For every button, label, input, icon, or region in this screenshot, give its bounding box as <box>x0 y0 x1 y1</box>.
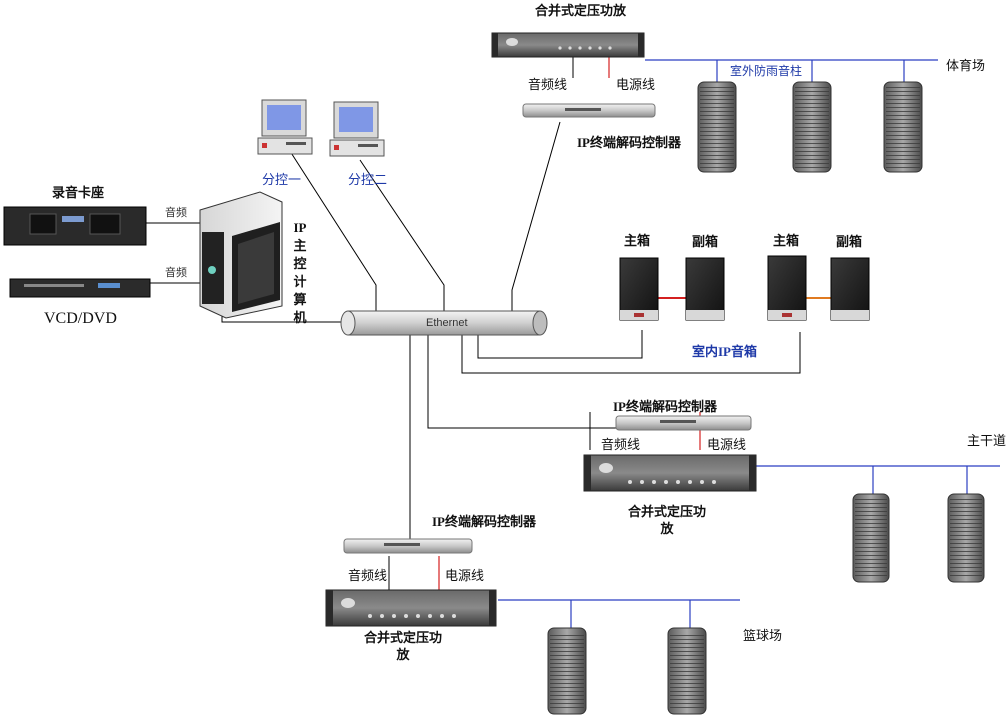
sub-control-1-label: 分控一 <box>262 172 302 187</box>
amplifier-bottom <box>325 589 497 627</box>
indoor-speaker-sub-1 <box>685 257 725 321</box>
sub-box-label-2: 副箱 <box>836 234 863 249</box>
amp-bottom-label: 合并式定压功放 <box>363 630 442 662</box>
sub-control-computer-2 <box>329 101 385 157</box>
column-speaker <box>852 493 890 583</box>
power-line-label-bottom: 电源线 <box>445 568 485 583</box>
ethernet-label: Ethernet <box>426 317 468 329</box>
audio-label-a: 音频 <box>165 207 187 219</box>
indoor-speaker-sub-2 <box>830 257 870 321</box>
audio-line-label-top: 音频线 <box>528 77 568 92</box>
speaker-feed-lines <box>498 59 1000 628</box>
basketball-court-label: 篮球场 <box>743 628 783 643</box>
source-lines <box>146 222 202 284</box>
decoder-top-label: IP终端解码控制器 <box>577 135 682 150</box>
audio-line-label-mid: 音频线 <box>601 437 641 452</box>
sub-box-label-1: 副箱 <box>692 234 719 249</box>
power-line-label-top: 电源线 <box>616 77 656 92</box>
power-line-label-mid: 电源线 <box>707 437 747 452</box>
indoor-ip-speaker-label: 室内IP音箱 <box>692 344 758 359</box>
main-box-label-1: 主箱 <box>624 233 651 248</box>
amp-mid-label: 合并式定压功放 <box>627 504 706 536</box>
decoder-bottom <box>343 538 473 554</box>
main-box-label-2: 主箱 <box>773 233 800 248</box>
ip-main-computer <box>199 191 283 319</box>
indoor-speaker-main-2 <box>767 255 807 321</box>
amplifier-top <box>491 32 645 58</box>
column-speaker <box>883 81 923 173</box>
column-speaker <box>792 81 832 173</box>
tape-deck <box>3 206 147 246</box>
sub-control-2-label: 分控二 <box>348 172 388 187</box>
vcd-dvd-player <box>9 278 151 298</box>
audio-label-b: 音频 <box>165 267 187 279</box>
decoder-bottom-label: IP终端解码控制器 <box>432 514 537 529</box>
decoder-top <box>522 103 656 118</box>
indoor-speaker-main-1 <box>619 257 659 321</box>
vcd-dvd-label: VCD/DVD <box>44 310 117 327</box>
stadium-label: 体育场 <box>946 58 986 73</box>
column-speaker <box>697 81 737 173</box>
trunk-road-label: 主干道 <box>967 433 1006 448</box>
outdoor-column-label: 室外防雨音柱 <box>730 64 803 78</box>
wires <box>221 57 801 592</box>
amplifier-mid <box>583 454 757 492</box>
ethernet-pipe <box>340 310 548 336</box>
column-speaker <box>667 627 707 715</box>
amp-top-label: 合并式定压功放 <box>535 3 627 18</box>
tape-deck-label: 录音卡座 <box>52 185 105 200</box>
column-speaker <box>947 493 985 583</box>
sub-control-computer-1 <box>257 99 313 155</box>
column-speaker <box>547 627 587 715</box>
ip-main-computer-label: IP主控计算机 <box>293 220 307 325</box>
audio-line-label-bottom: 音频线 <box>348 568 388 583</box>
decoder-mid-label: IP终端解码控制器 <box>613 399 718 414</box>
decoder-mid <box>615 415 752 431</box>
